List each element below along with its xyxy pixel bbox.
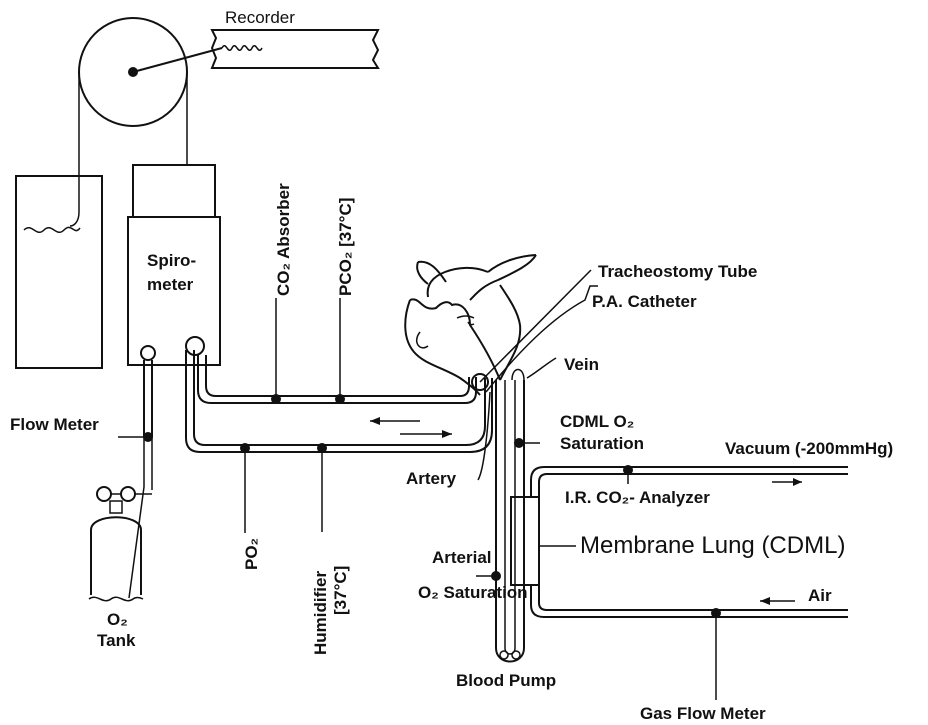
vacuum-line: Vacuum (-200mmHg) I.R. CO₂- Analyzer bbox=[530, 439, 893, 507]
o2-supply-line: Flow Meter bbox=[10, 360, 153, 599]
air-supply-line: Gas Flow Meter Air bbox=[530, 585, 848, 723]
cdml-o2-label-2: Saturation bbox=[560, 434, 644, 453]
recorder-label: Recorder bbox=[225, 8, 295, 27]
flow-meter-label: Flow Meter bbox=[10, 415, 99, 434]
vein-label: Vein bbox=[564, 355, 599, 374]
tracheostomy-tube-label: Tracheostomy Tube bbox=[598, 262, 757, 281]
pa-catheter-label: P.A. Catheter bbox=[592, 292, 697, 311]
spirometer: Spiro- meter bbox=[127, 72, 221, 366]
blood-circuit: Artery Blood Pump Vein bbox=[406, 355, 599, 690]
ir-co2-analyzer-label: I.R. CO₂- Analyzer bbox=[565, 488, 710, 507]
humidifier: Humidifier [37°C] bbox=[311, 443, 350, 655]
po2-label: PO₂ bbox=[242, 538, 261, 570]
membrane-lung-label: Membrane Lung (CDML) bbox=[580, 532, 845, 559]
spirometer-label-1: Spiro- bbox=[147, 251, 196, 270]
arterial-o2-saturation: Arterial O₂ Saturation bbox=[418, 548, 528, 602]
arterial-label-1: Arterial bbox=[432, 548, 492, 567]
o2-tank: O₂ Tank bbox=[88, 486, 152, 650]
sheep-head bbox=[404, 254, 537, 396]
pco2-label: PCO₂ [37°C] bbox=[336, 198, 355, 296]
cdml-o2-label-1: CDML O₂ bbox=[560, 412, 634, 431]
pco2-sensor: PCO₂ [37°C] bbox=[335, 198, 355, 404]
tracheostomy-tube: Tracheostomy Tube bbox=[471, 262, 757, 391]
o2-inlet-port bbox=[140, 345, 156, 361]
blood-pump-label: Blood Pump bbox=[456, 671, 556, 690]
co2-absorber: CO₂ Absorber bbox=[271, 183, 293, 404]
membrane-lung: Membrane Lung (CDML) bbox=[510, 496, 845, 586]
o2-tank-label-2: Tank bbox=[97, 631, 136, 650]
cdml-o2-saturation: CDML O₂ Saturation bbox=[514, 412, 644, 453]
recorder: Recorder bbox=[210, 8, 380, 69]
artery-label: Artery bbox=[406, 469, 457, 488]
gas-flow-meter-label: Gas Flow Meter bbox=[640, 704, 766, 723]
humidifier-label-1: Humidifier bbox=[311, 571, 330, 655]
pulley-wheel bbox=[78, 17, 223, 127]
po2-sensor: PO₂ bbox=[240, 443, 261, 570]
arterial-label-2: O₂ Saturation bbox=[418, 583, 528, 602]
spirometer-label-2: meter bbox=[147, 275, 194, 294]
pump-roller-2 bbox=[511, 650, 521, 660]
humidifier-label-2: [37°C] bbox=[331, 566, 350, 615]
pa-catheter: P.A. Catheter bbox=[485, 285, 697, 393]
float-tank bbox=[15, 72, 103, 369]
vacuum-label: Vacuum (-200mmHg) bbox=[725, 439, 893, 458]
pump-roller-1 bbox=[499, 650, 509, 660]
o2-tank-label-1: O₂ bbox=[107, 610, 128, 629]
air-label: Air bbox=[808, 586, 832, 605]
co2-absorber-label: CO₂ Absorber bbox=[274, 183, 293, 296]
